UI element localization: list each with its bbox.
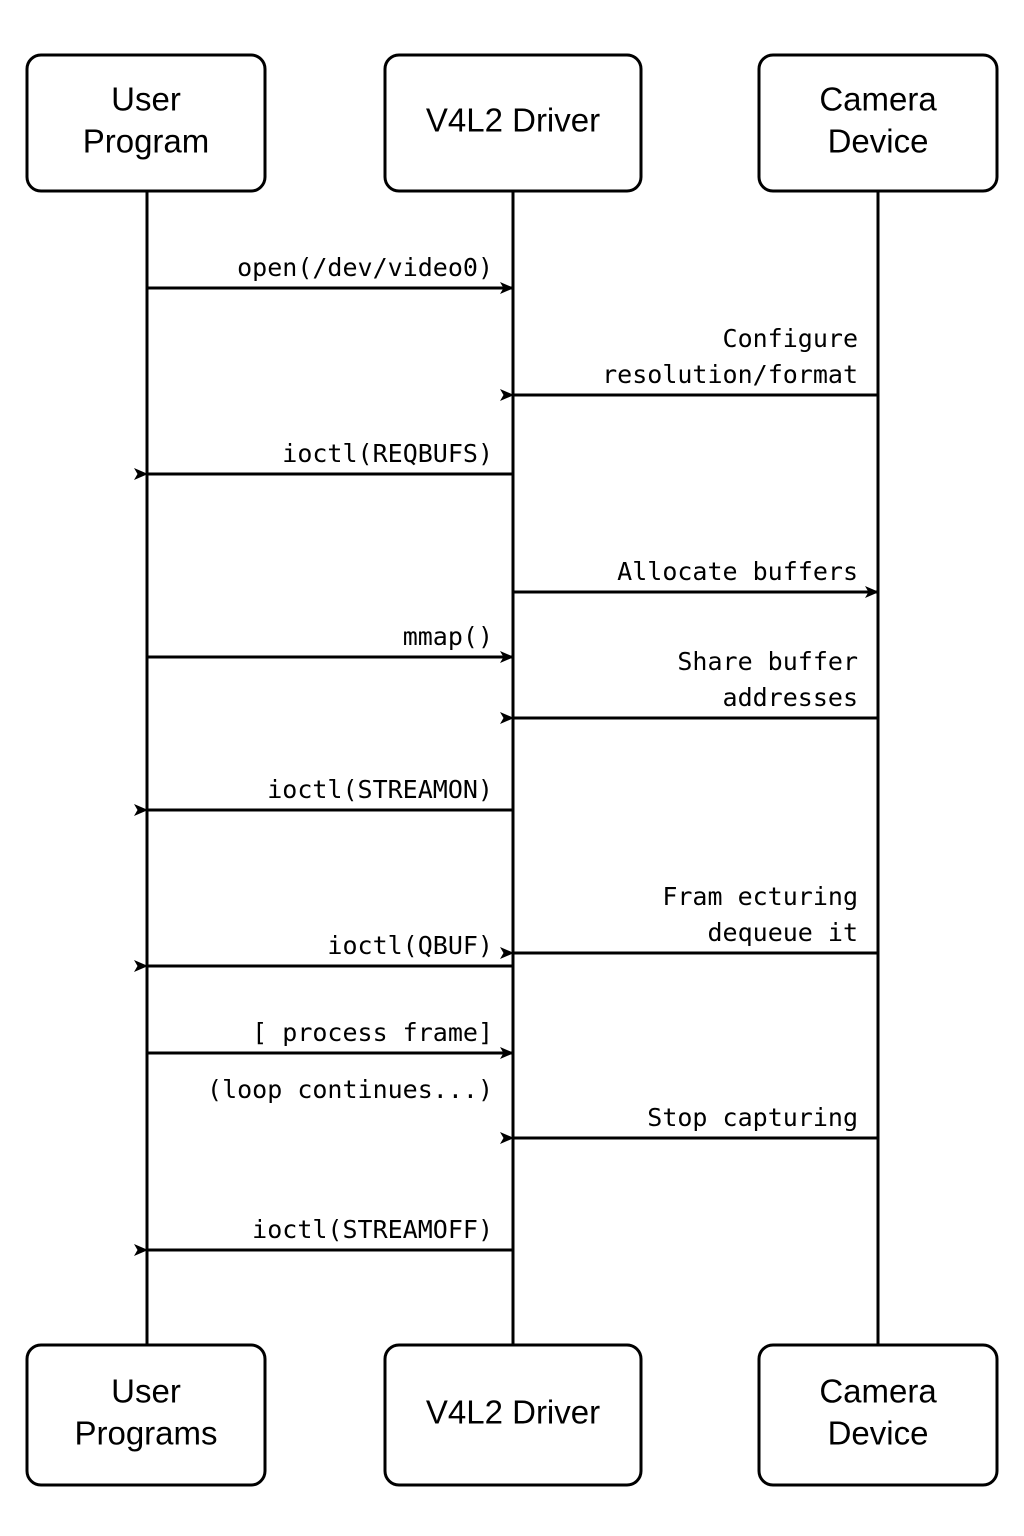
message-m11[interactable]: Stop capturing xyxy=(500,1103,878,1144)
message-m2[interactable]: Configure resolution/format xyxy=(500,324,878,401)
message-m6[interactable]: Share buffer addresses xyxy=(500,647,878,724)
message-m8[interactable]: Fram ecturing dequeue it xyxy=(500,882,878,959)
participant-label-camera-bottom: Camera xyxy=(819,1373,937,1410)
message-label-m2: Configure xyxy=(723,324,858,353)
message-label-m9: ioctl(QBUF) xyxy=(327,931,493,960)
participant-box-driver-bottom[interactable] xyxy=(383,1343,643,1487)
message-label-m5: mmap() xyxy=(403,622,493,651)
message-m3[interactable]: ioctl(REQBUFS) xyxy=(134,439,513,480)
message-m10[interactable]: [ process frame] xyxy=(147,1018,514,1059)
message-label-m6: addresses xyxy=(723,683,858,712)
participant-box-driver-top[interactable] xyxy=(383,53,643,193)
message-label-m4: Allocate buffers xyxy=(617,557,858,586)
participant-label-user-top: Program xyxy=(83,123,210,160)
message-m12[interactable]: (loop continues...) xyxy=(207,1075,493,1104)
participant-label-driver-bottom: V4L2 Driver xyxy=(426,1394,600,1431)
message-label-m8: dequeue it xyxy=(707,918,858,947)
participant-box-camera-bottom[interactable] xyxy=(757,1343,999,1487)
participant-label-camera-top: Device xyxy=(828,123,929,160)
participant-label-driver-top: V4L2 Driver xyxy=(426,102,600,139)
message-label-m10: [ process frame] xyxy=(252,1018,493,1047)
lifelines-group xyxy=(145,191,880,1345)
message-label-m7: ioctl(STREAMON) xyxy=(267,775,493,804)
participant-label-user-bottom: User xyxy=(111,1373,181,1410)
message-label-m8: Fram ecturing xyxy=(662,882,858,911)
message-m5[interactable]: mmap() xyxy=(147,622,514,663)
participant-box-camera-top[interactable] xyxy=(757,53,999,193)
participant-label-user-top: User xyxy=(111,81,181,118)
message-label-m13: ioctl(STREAMOFF) xyxy=(252,1215,493,1244)
participant-label-user-bottom: Programs xyxy=(74,1415,217,1452)
participant-box-user-top[interactable] xyxy=(25,53,267,193)
message-m7[interactable]: ioctl(STREAMON) xyxy=(134,775,513,816)
message-m13[interactable]: ioctl(STREAMOFF) xyxy=(134,1215,513,1256)
participant-box-user-bottom[interactable] xyxy=(25,1343,267,1487)
message-label-m12: (loop continues...) xyxy=(207,1075,493,1104)
message-label-m3: ioctl(REQBUFS) xyxy=(282,439,493,468)
message-m9[interactable]: ioctl(QBUF) xyxy=(134,931,513,972)
participant-label-camera-top: Camera xyxy=(819,81,937,118)
message-m1[interactable]: open(/dev/video0) xyxy=(147,253,514,294)
message-m4[interactable]: Allocate buffers xyxy=(513,557,879,598)
messages-group: open(/dev/video0) Configure resolution/for… xyxy=(134,253,879,1256)
message-label-m1: open(/dev/video0) xyxy=(237,253,493,282)
message-label-m11: Stop capturing xyxy=(647,1103,858,1132)
message-label-m2: resolution/format xyxy=(602,360,858,389)
participant-label-camera-bottom: Device xyxy=(828,1415,929,1452)
message-label-m6: Share buffer xyxy=(677,647,858,676)
